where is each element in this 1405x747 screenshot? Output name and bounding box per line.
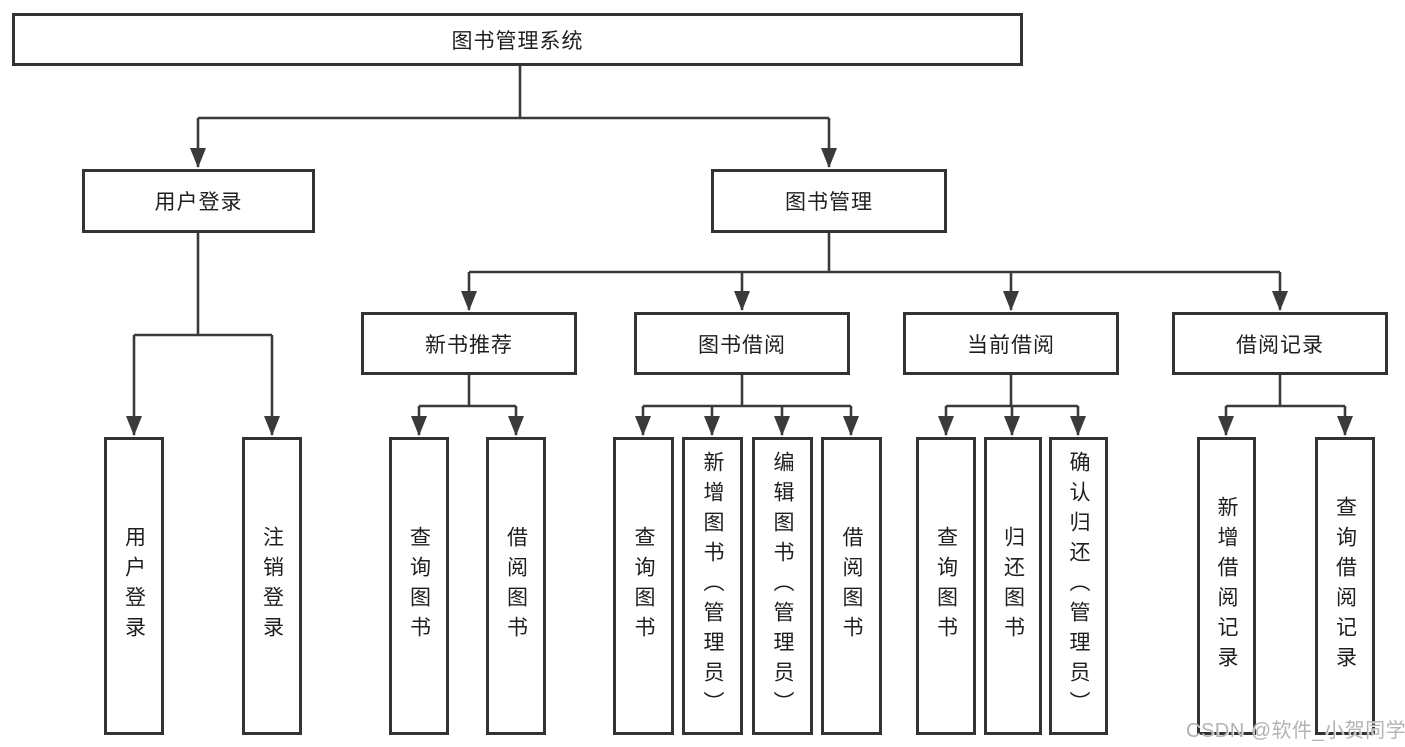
leaf-query-books-recommend: 查询图书 bbox=[389, 437, 449, 735]
leaf-borrow-books-recommend: 借阅图书 bbox=[486, 437, 546, 735]
leaf-logout: 注销登录 bbox=[242, 437, 302, 735]
leaf-borrow-books-borrowing: 借阅图书 bbox=[821, 437, 882, 735]
leaf-query-books-current: 查询图书 bbox=[916, 437, 976, 735]
node-borrowing-records: 借阅记录 bbox=[1172, 312, 1388, 375]
watermark: CSDN @软件_小贺同学 bbox=[1186, 720, 1405, 742]
leaf-add-book-admin: 新增图书（管理员） bbox=[682, 437, 743, 735]
node-book-management: 图书管理 bbox=[711, 169, 947, 233]
node-library-management-system: 图书管理系统 bbox=[12, 13, 1023, 66]
leaf-return-book: 归还图书 bbox=[984, 437, 1042, 735]
leaf-query-borrow-record: 查询借阅记录 bbox=[1315, 437, 1375, 735]
node-book-borrowing: 图书借阅 bbox=[634, 312, 850, 375]
node-user-login: 用户登录 bbox=[82, 169, 315, 233]
leaf-confirm-return-admin: 确认归还（管理员） bbox=[1049, 437, 1108, 735]
leaf-query-books-borrowing: 查询图书 bbox=[613, 437, 674, 735]
node-current-borrowing: 当前借阅 bbox=[903, 312, 1119, 375]
node-new-book-recommendation: 新书推荐 bbox=[361, 312, 577, 375]
leaf-user-login: 用户登录 bbox=[104, 437, 164, 735]
leaf-add-borrow-record: 新增借阅记录 bbox=[1197, 437, 1256, 735]
leaf-edit-book-admin: 编辑图书（管理员） bbox=[752, 437, 813, 735]
